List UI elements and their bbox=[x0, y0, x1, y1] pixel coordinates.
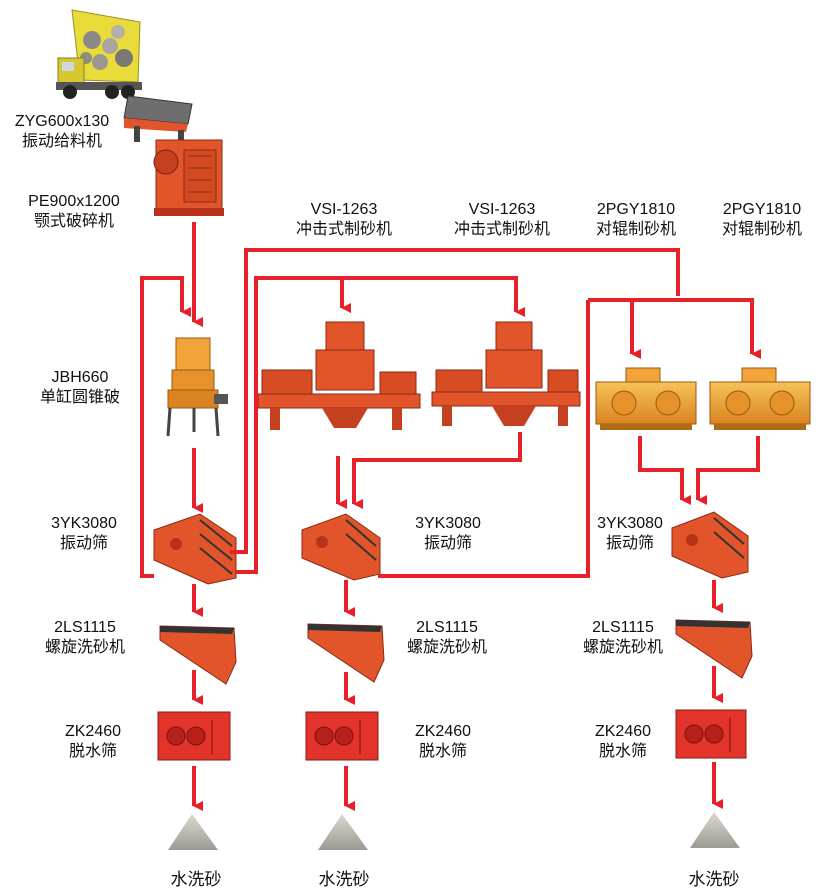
dewater3-name: 脱水筛 bbox=[598, 743, 647, 760]
vsi1-label: VSI-1263 冲击式制砂机 bbox=[282, 200, 406, 240]
screen3-model: 3YK3080 bbox=[597, 515, 663, 532]
washer2-label: 2LS1115 螺旋洗砂机 bbox=[392, 618, 502, 658]
washer1-label: 2LS1115 螺旋洗砂机 bbox=[30, 618, 140, 658]
dewater3-label: ZK2460 脱水筛 bbox=[578, 722, 668, 762]
screen1-name: 振动筛 bbox=[59, 535, 108, 552]
spiral-washer-icon bbox=[307, 623, 385, 683]
vsi2-label: VSI-1263 冲击式制砂机 bbox=[440, 200, 564, 240]
washer2-model: 2LS1115 bbox=[416, 619, 478, 636]
vsi-sand-maker-icon bbox=[431, 321, 581, 426]
jaw-crusher-model: PE900x1200 bbox=[28, 193, 120, 210]
roll-crusher-icon bbox=[709, 367, 811, 430]
dewatering-screen-icon bbox=[305, 711, 379, 761]
screen2-name: 振动筛 bbox=[423, 535, 472, 552]
vibrating-screen-icon bbox=[301, 513, 381, 581]
screen3-label: 3YK3080 振动筛 bbox=[580, 514, 680, 554]
vibrating-screen-icon bbox=[153, 513, 237, 585]
dewater1-model: ZK2460 bbox=[64, 723, 122, 740]
feeder-model: ZYG600x130 bbox=[14, 113, 110, 130]
dewater3-model: ZK2460 bbox=[594, 723, 652, 740]
vsi2-model: VSI-1263 bbox=[468, 201, 536, 218]
cone-crusher-icon bbox=[166, 337, 228, 437]
screen2-label: 3YK3080 振动筛 bbox=[398, 514, 498, 554]
product1-label: 水洗砂 bbox=[170, 870, 222, 889]
vsi2-name: 冲击式制砂机 bbox=[453, 221, 550, 238]
vsi1-model: VSI-1263 bbox=[310, 201, 378, 218]
vibrating-screen-icon bbox=[671, 511, 749, 579]
roll-crusher-icon bbox=[595, 367, 697, 430]
sand-pile-icon bbox=[168, 814, 218, 850]
feeder-label: ZYG600x130 振动给料机 bbox=[0, 112, 124, 152]
dewater2-name: 脱水筛 bbox=[418, 743, 467, 760]
washer3-name: 螺旋洗砂机 bbox=[582, 639, 663, 656]
cone-crusher-model: JBH660 bbox=[51, 369, 109, 386]
vibrating-feeder-icon bbox=[123, 95, 193, 144]
vsi1-name: 冲击式制砂机 bbox=[295, 221, 392, 238]
roll2-model: 2PGY1810 bbox=[722, 201, 802, 218]
dewater2-model: ZK2460 bbox=[414, 723, 472, 740]
dewater1-label: ZK2460 脱水筛 bbox=[48, 722, 138, 762]
spiral-washer-icon bbox=[159, 625, 237, 685]
screen3-name: 振动筛 bbox=[605, 535, 654, 552]
dewater1-name: 脱水筛 bbox=[68, 743, 117, 760]
cone-crusher-label: JBH660 单缸圆锥破 bbox=[20, 368, 140, 408]
dewater2-label: ZK2460 脱水筛 bbox=[398, 722, 488, 762]
roll2-label: 2PGY1810 对辊制砂机 bbox=[706, 200, 818, 240]
screen2-model: 3YK3080 bbox=[415, 515, 481, 532]
washer3-label: 2LS1115 螺旋洗砂机 bbox=[568, 618, 678, 658]
material-flow-lines bbox=[140, 222, 761, 811]
jaw-crusher-icon bbox=[153, 139, 224, 216]
spiral-washer-icon bbox=[675, 619, 753, 679]
washer3-model: 2LS1115 bbox=[592, 619, 654, 636]
roll1-name: 对辊制砂机 bbox=[595, 221, 676, 238]
dewatering-screen-icon bbox=[157, 711, 231, 761]
sand-pile-icon bbox=[690, 812, 740, 848]
cone-crusher-name: 单缸圆锥破 bbox=[39, 389, 120, 406]
washer1-model: 2LS1115 bbox=[54, 619, 116, 636]
roll1-label: 2PGY1810 对辊制砂机 bbox=[580, 200, 692, 240]
jaw-crusher-name: 颚式破碎机 bbox=[33, 213, 114, 230]
dewatering-screen-icon bbox=[675, 709, 747, 759]
vsi-sand-maker-icon bbox=[257, 321, 421, 430]
roll2-name: 对辊制砂机 bbox=[721, 221, 802, 238]
product2-label: 水洗砂 bbox=[318, 870, 370, 889]
washer1-name: 螺旋洗砂机 bbox=[44, 639, 125, 656]
washer2-name: 螺旋洗砂机 bbox=[406, 639, 487, 656]
screen1-label: 3YK3080 振动筛 bbox=[34, 514, 134, 554]
product3-label: 水洗砂 bbox=[688, 870, 740, 889]
feeder-name: 振动给料机 bbox=[21, 133, 102, 150]
roll1-model: 2PGY1810 bbox=[596, 201, 676, 218]
sand-pile-icon bbox=[318, 814, 368, 850]
dump-truck-icon bbox=[56, 9, 142, 99]
jaw-crusher-label: PE900x1200 颚式破碎机 bbox=[4, 192, 144, 232]
screen1-model: 3YK3080 bbox=[51, 515, 117, 532]
